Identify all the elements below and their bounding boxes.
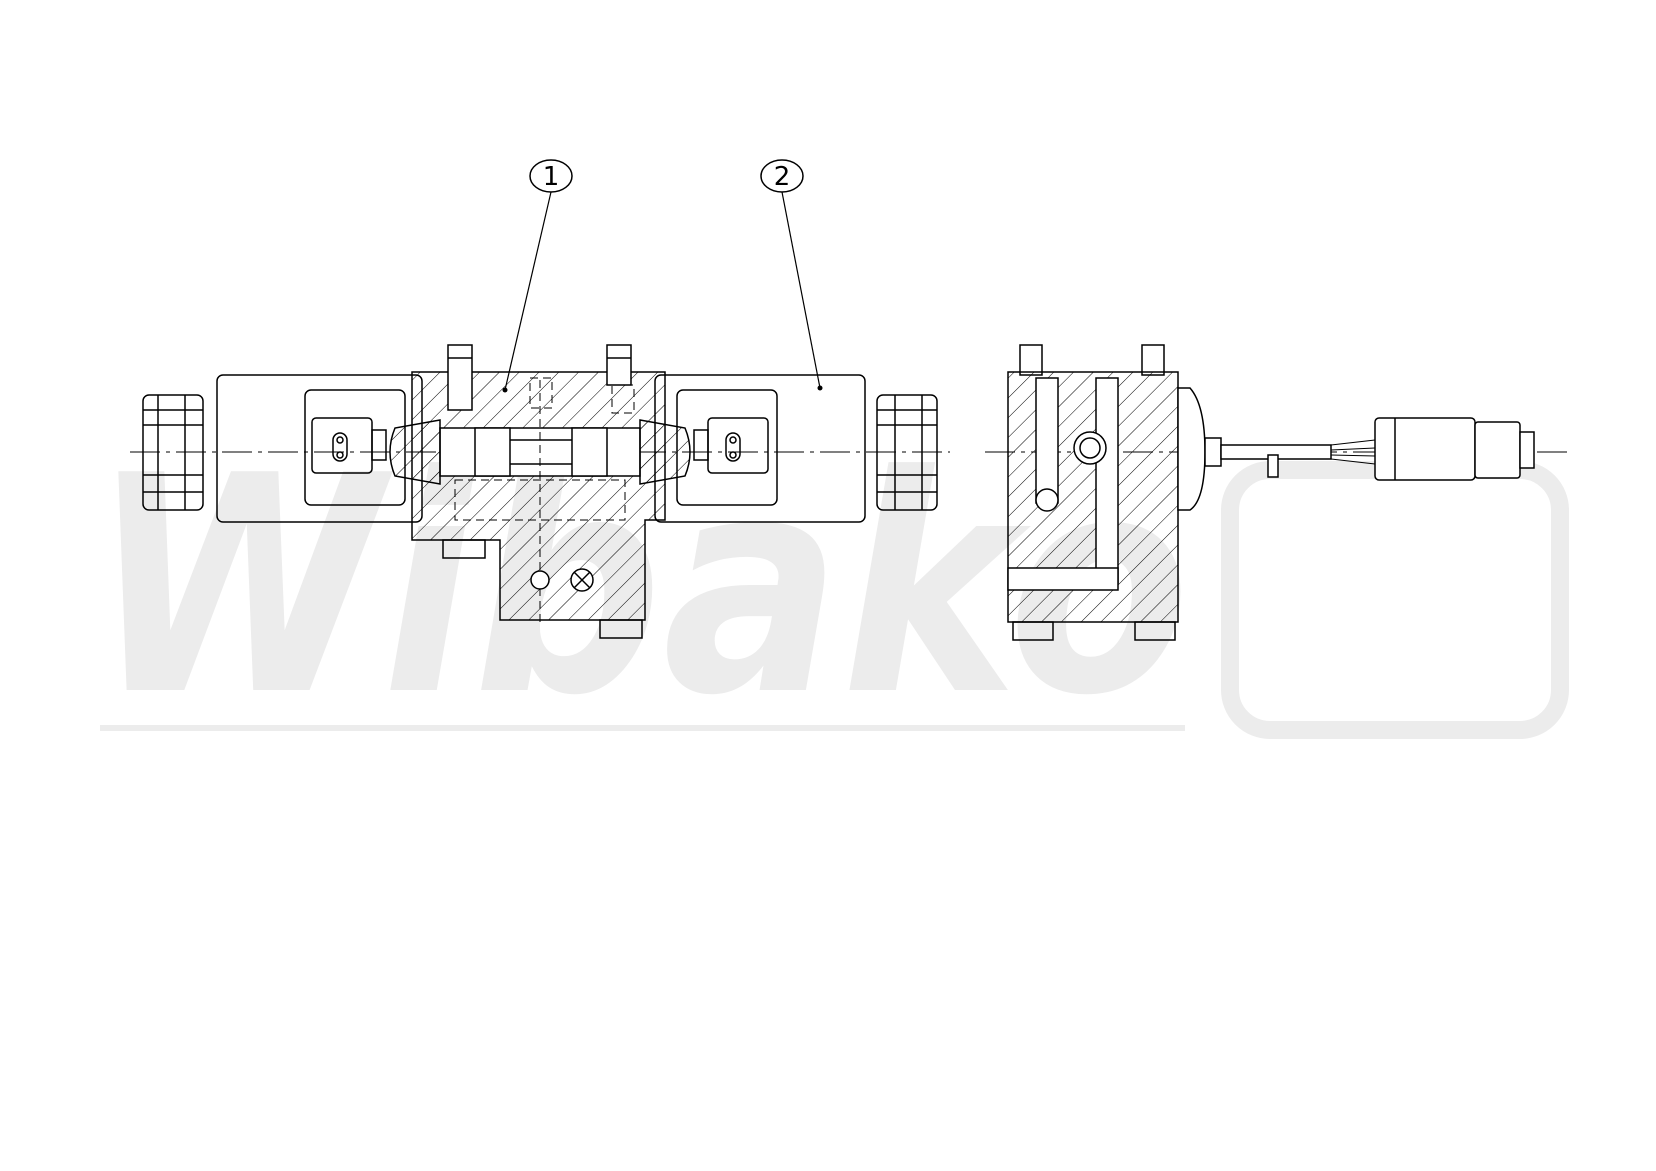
bottom-foot-right xyxy=(599,619,643,639)
connector-sleeve xyxy=(1374,417,1476,481)
side-bore-vertical-left xyxy=(1035,377,1059,504)
internal-passages xyxy=(454,377,635,625)
left-knurled-nut xyxy=(142,394,204,511)
connector-latch xyxy=(1519,431,1535,469)
right-connector-pins xyxy=(725,432,741,462)
cable-gland xyxy=(1204,437,1222,467)
callout-2-dot xyxy=(817,385,823,391)
side-foot-left xyxy=(1012,621,1054,641)
side-end-cap xyxy=(1177,387,1206,511)
port-circle-a xyxy=(530,570,550,590)
callout-2-number: 2 xyxy=(774,162,791,192)
cable-clip xyxy=(1267,454,1279,478)
bottom-foot-left xyxy=(442,539,486,559)
top-bolt-left xyxy=(447,344,473,411)
callout-2: 2 xyxy=(760,159,823,391)
callout-2-leader xyxy=(781,191,821,389)
side-stud-left xyxy=(1019,344,1043,376)
spool-right-land xyxy=(571,427,608,477)
side-foot-right xyxy=(1134,621,1176,641)
connector-head xyxy=(1474,421,1521,479)
cable-strands xyxy=(1330,439,1376,465)
left-connector-tab xyxy=(371,429,387,461)
right-knurled-nut xyxy=(876,394,938,511)
top-bolt-right xyxy=(606,344,632,386)
callout-1-number: 1 xyxy=(543,162,560,192)
left-spring-end xyxy=(389,419,441,485)
left-connector-pins xyxy=(332,432,348,462)
side-bore-vertical-right xyxy=(1095,377,1119,584)
watermark-logo-box xyxy=(1221,461,1569,739)
right-connector-tab xyxy=(693,429,709,461)
valve-front-view xyxy=(130,344,950,639)
spool-left-land xyxy=(474,427,511,477)
side-stud-right xyxy=(1141,344,1165,376)
callout-1-leader xyxy=(504,191,552,391)
watermark: Wibako xyxy=(90,412,1569,761)
valve-side-view xyxy=(985,344,1570,641)
callout-1: 1 xyxy=(502,159,573,393)
side-bore-horizontal xyxy=(1007,567,1119,591)
right-spring-end xyxy=(639,419,691,485)
side-cross-bore xyxy=(1073,431,1107,465)
